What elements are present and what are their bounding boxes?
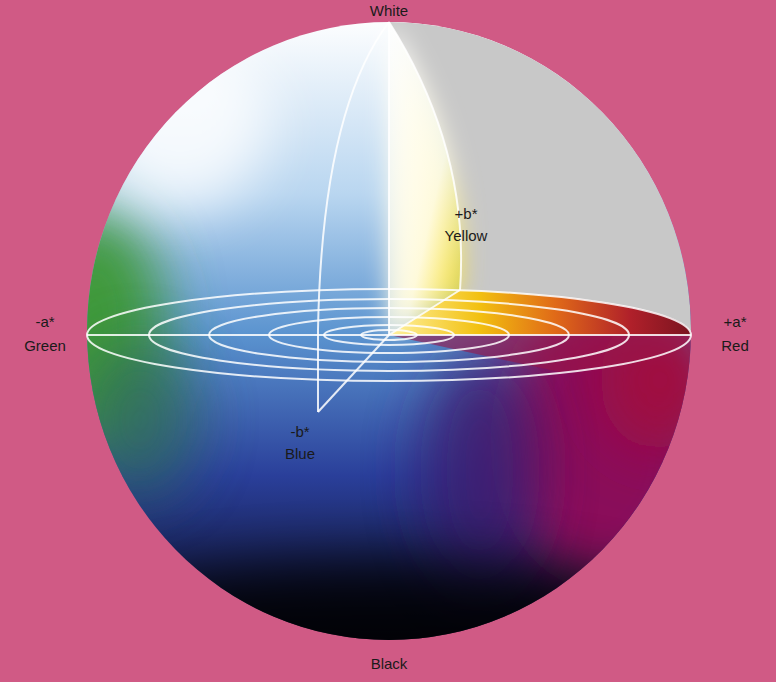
axis-symbol: +a* <box>724 313 747 331</box>
axis-label: Yellow <box>445 227 488 245</box>
axis-label: Red <box>721 337 749 355</box>
axis-symbol: -b* <box>290 423 309 441</box>
axis-label: Blue <box>285 445 315 463</box>
axis-label: White <box>370 2 408 20</box>
axis-label: Black <box>371 655 408 673</box>
axis-label: Green <box>24 337 66 355</box>
axis-symbol: -a* <box>35 313 54 331</box>
axis-symbol: +b* <box>455 205 478 223</box>
